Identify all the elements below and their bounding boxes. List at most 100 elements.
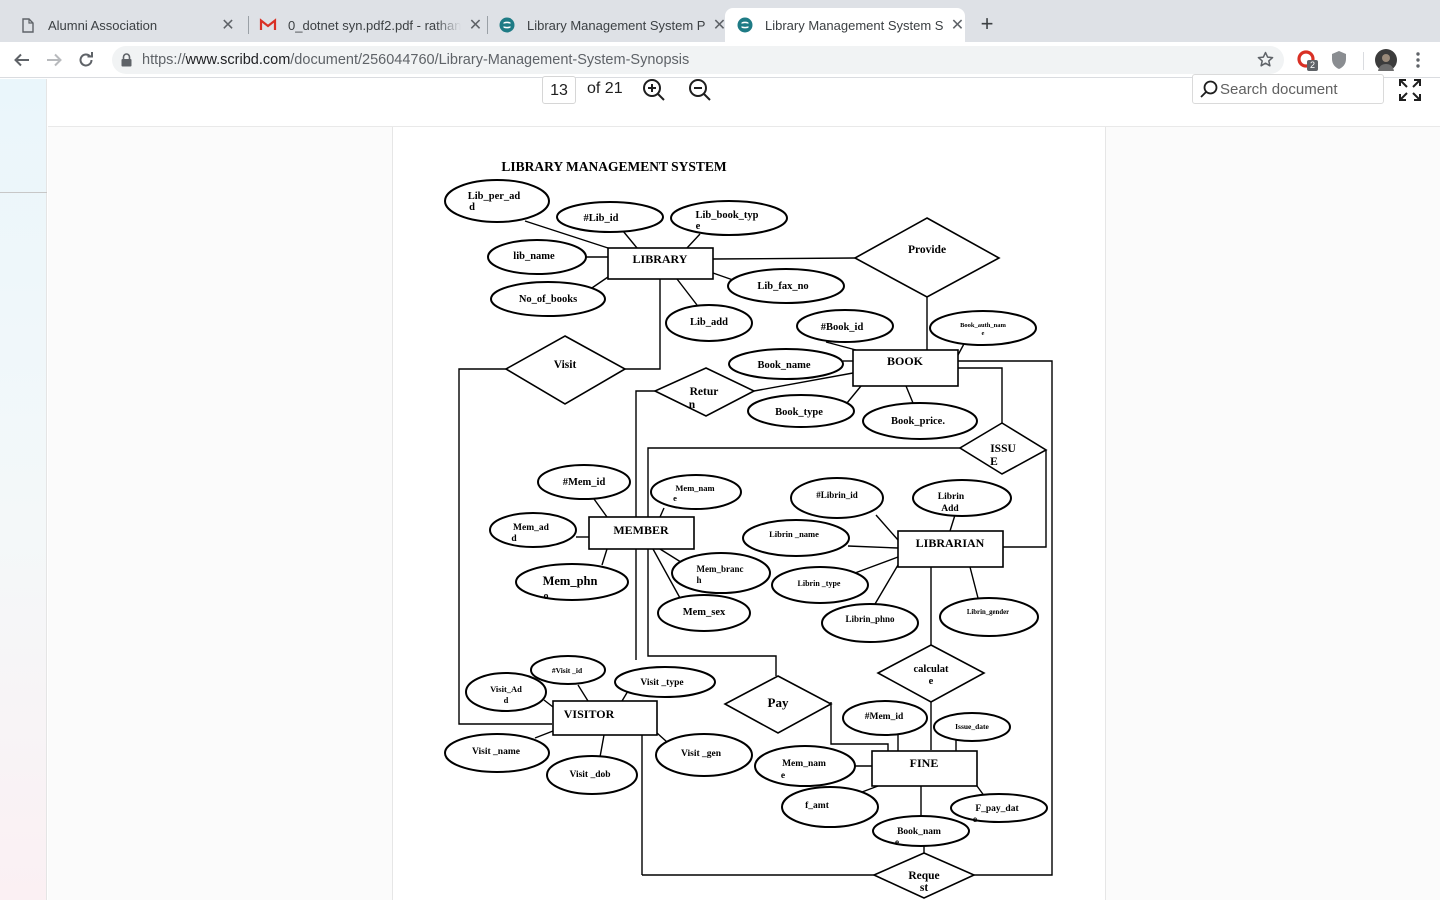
close-icon[interactable]: ✕ bbox=[712, 17, 727, 34]
page-number-input[interactable]: 13 bbox=[542, 76, 576, 104]
attr-book-type: Book_type bbox=[775, 407, 823, 418]
attr-lib-fax-no: Lib_fax_no bbox=[757, 281, 808, 292]
menu-kebab-icon[interactable] bbox=[1406, 48, 1430, 72]
attr-librin-type: Librin _type bbox=[798, 579, 841, 588]
attr-mem-add: Mem_ad bbox=[513, 523, 550, 533]
lock-icon bbox=[121, 53, 132, 72]
attr-book-auth-name: Book_auth_nam bbox=[960, 322, 1006, 329]
tab-title: Library Management System P bbox=[527, 17, 706, 33]
gmail-icon bbox=[259, 17, 277, 33]
relationship-issue: ISSU bbox=[990, 443, 1016, 455]
attr-fine-book-name: Book_nam bbox=[897, 827, 941, 837]
attr-mem-name-line2: e bbox=[673, 493, 677, 503]
close-icon[interactable]: ✕ bbox=[468, 17, 483, 34]
relationship-provide: Provide bbox=[908, 244, 946, 256]
back-arrow-icon[interactable] bbox=[10, 48, 34, 72]
attr-mem-branch-line2: h bbox=[696, 575, 701, 585]
attr-mem-add-line2: d bbox=[511, 534, 517, 544]
attr-visit-dob: Visit _dob bbox=[569, 770, 610, 780]
attr-lib-id: #Lib_id bbox=[583, 213, 618, 224]
relationship-request-line2: st bbox=[920, 882, 928, 894]
relationship-issue-line2: E bbox=[990, 456, 998, 468]
relationship-pay: Pay bbox=[768, 695, 789, 710]
attr-visit-id: #Visit _id bbox=[552, 666, 583, 675]
attr-librin-id: #Librin_id bbox=[816, 490, 858, 500]
attr-lib-book-type: Lib_book_typ bbox=[695, 210, 758, 221]
document-icon bbox=[20, 17, 36, 33]
reload-icon[interactable] bbox=[74, 48, 98, 72]
tab-title: Library Management System S bbox=[765, 17, 944, 33]
attr-lib-per-add: Lib_per_ad bbox=[468, 191, 521, 202]
attr-lib-name: lib_name bbox=[513, 251, 555, 262]
tab-title: Alumni Association bbox=[48, 17, 158, 33]
fullscreen-icon[interactable] bbox=[1398, 78, 1422, 102]
close-icon[interactable]: ✕ bbox=[950, 17, 965, 34]
entity-library: LIBRARY bbox=[633, 252, 688, 266]
sidebar-divider bbox=[0, 192, 47, 193]
attr-visit-add: Visit_Ad bbox=[490, 684, 522, 694]
attr-visit-gen: Visit _gen bbox=[681, 749, 722, 759]
tab-alumni-association[interactable]: Alumni Association ✕ bbox=[8, 8, 248, 42]
attr-fine-mem-id: #Mem_id bbox=[865, 712, 904, 722]
attr-no-of-books: No_of_books bbox=[519, 294, 577, 305]
attr-lib-book-type-line2: e bbox=[696, 221, 701, 232]
attr-visit-name: Visit _name bbox=[472, 747, 520, 757]
forward-arrow-icon[interactable] bbox=[42, 48, 66, 72]
relationship-return-line2: n bbox=[689, 399, 696, 411]
attr-mem-id: #Mem_id bbox=[563, 477, 606, 488]
tab-gmail-pdf[interactable]: 0_dotnet syn.pdf2.pdf - rathan ✕ bbox=[248, 8, 488, 42]
avatar[interactable] bbox=[1375, 49, 1397, 71]
zoom-out-icon[interactable] bbox=[688, 78, 712, 102]
extension-badge: 2 bbox=[1310, 60, 1316, 70]
diagram-title: LIBRARY MANAGEMENT SYSTEM bbox=[501, 159, 727, 174]
attr-issue-date: Issue_date bbox=[955, 722, 989, 731]
left-sidebar bbox=[0, 79, 47, 900]
shield-icon[interactable] bbox=[1330, 50, 1350, 70]
entity-visitor: VISITOR bbox=[564, 707, 615, 721]
tab-library-management-p[interactable]: Library Management System P ✕ bbox=[487, 8, 727, 42]
attr-librin-name: Librin _name bbox=[769, 529, 819, 539]
attr-mem-branch: Mem_branc bbox=[697, 564, 744, 574]
relationship-calculate: calculat bbox=[914, 664, 949, 675]
relationship-return: Retur bbox=[690, 386, 719, 398]
zoom-in-icon[interactable] bbox=[642, 78, 666, 102]
attr-f-pay-date-line2: e bbox=[973, 815, 977, 825]
relationship-request: Reque bbox=[908, 870, 939, 882]
attr-book-id: #Book_id bbox=[821, 322, 864, 333]
tab-library-management-s[interactable]: Library Management System S ✕ bbox=[725, 8, 965, 42]
attr-f-pay-date: F_pay_dat bbox=[975, 804, 1019, 814]
relationship-visit: Visit bbox=[554, 359, 577, 371]
entity-librarian: LIBRARIAN bbox=[916, 536, 985, 550]
url-text: https://www.scribd.com/document/25604476… bbox=[142, 52, 690, 68]
attr-librin-gender: Librin_gender bbox=[967, 609, 1009, 616]
search-document-input[interactable]: Search document bbox=[1192, 74, 1384, 104]
address-bar[interactable]: https://www.scribd.com/document/25604476… bbox=[112, 46, 1284, 74]
browser-toolbar: https://www.scribd.com/document/25604476… bbox=[0, 42, 1440, 78]
attr-mem-phno-line2: o bbox=[544, 591, 549, 602]
attr-lib-per-add-line2: d bbox=[469, 202, 475, 213]
extension-icon[interactable]: 2 bbox=[1297, 50, 1318, 71]
attr-mem-phno: Mem_phn bbox=[543, 574, 598, 588]
entity-fine: FINE bbox=[910, 756, 939, 770]
attr-librin-phno: Librin_phno bbox=[845, 614, 895, 624]
entity-member: MEMBER bbox=[613, 523, 669, 537]
relationship-calculate-line2: e bbox=[929, 676, 934, 687]
attr-mem-name: Mem_nam bbox=[675, 483, 714, 493]
close-icon[interactable]: ✕ bbox=[221, 17, 235, 34]
scribd-icon bbox=[499, 17, 515, 33]
bookmark-star-icon[interactable] bbox=[1257, 51, 1274, 73]
new-tab-plus-icon[interactable]: + bbox=[980, 11, 994, 36]
tab-title: 0_dotnet syn.pdf2.pdf - rathan bbox=[288, 17, 462, 33]
entity-book: BOOK bbox=[887, 354, 924, 368]
attr-f-amt: f_amt bbox=[805, 801, 830, 811]
attr-visit-add-line2: d bbox=[504, 695, 509, 705]
attr-librin-add: Librin bbox=[938, 492, 965, 502]
attr-fine-mem-name: Mem_nam bbox=[782, 759, 826, 769]
attr-book-name: Book_name bbox=[757, 360, 810, 371]
scribd-icon bbox=[737, 17, 753, 33]
attr-fine-book-name-line2: e bbox=[895, 838, 899, 848]
tab-strip: Alumni Association ✕ 0_dotnet syn.pdf2.p… bbox=[0, 0, 1440, 42]
attr-visit-type: Visit _type bbox=[640, 678, 683, 688]
attr-lib-add: Lib_add bbox=[690, 317, 728, 328]
